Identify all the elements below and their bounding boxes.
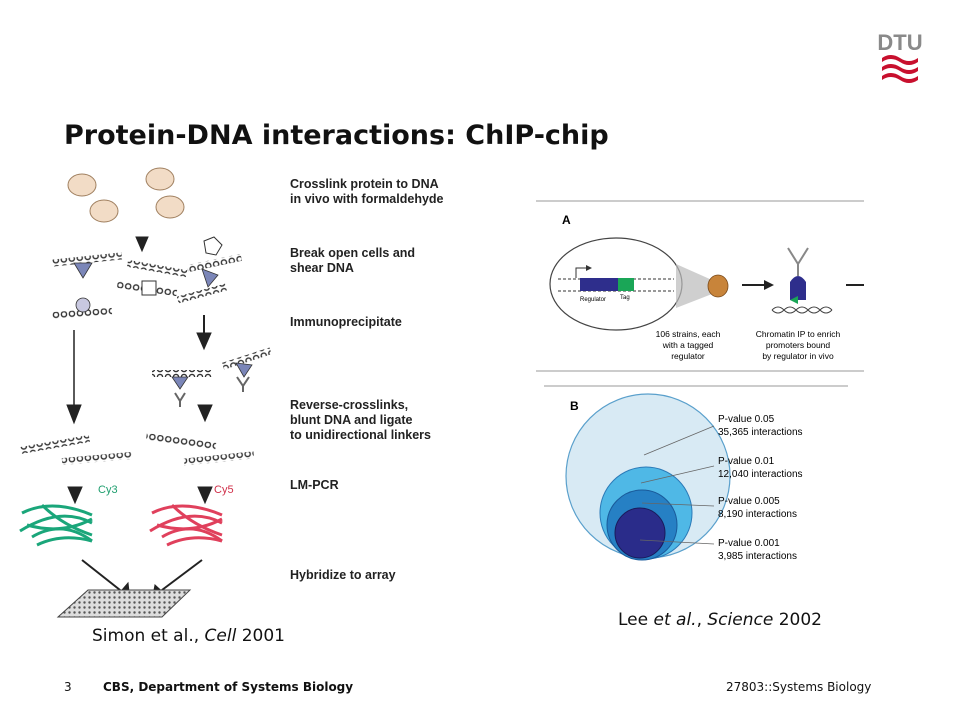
logo-waves xyxy=(882,55,918,83)
citation-lee-authors: Lee xyxy=(618,610,654,630)
regulator-gene xyxy=(580,278,618,291)
circle-pvalue-0.001 xyxy=(614,507,666,559)
cy3-labeled-dna xyxy=(19,503,93,547)
slide-title: Protein-DNA interactions: ChIP-chip xyxy=(64,120,609,151)
slide-number: 3 xyxy=(64,680,72,694)
step-immunoprecipitate: Immunoprecipitate xyxy=(290,315,402,329)
microarray xyxy=(56,589,192,618)
citation-simon: Simon et al., Cell 2001 xyxy=(92,626,285,646)
logo-text: DTU xyxy=(877,30,922,55)
panel-a-caption-right-2: promoters bound xyxy=(766,340,831,350)
citation-simon-authors: Simon et al., xyxy=(92,626,205,646)
step-lm-pcr: LM-PCR xyxy=(290,478,339,492)
panel-a-caption-left-2: with a tagged xyxy=(662,340,714,350)
dtu-logo: DTU xyxy=(877,30,923,83)
regulator-protein xyxy=(790,276,806,300)
citation-lee-journal: Science xyxy=(707,610,774,630)
yeast-cell xyxy=(707,274,729,298)
chip-chip-workflow-figure: Cy3 Cy5 xyxy=(19,167,272,618)
panel-a-caption-left-1: 106 strains, each xyxy=(656,329,721,339)
citation-lee-separator: , xyxy=(696,610,708,630)
process-arrows xyxy=(66,236,213,602)
level-0-pvalue: P-value 0.05 xyxy=(718,414,775,425)
dye-cy3-label: Cy3 xyxy=(98,484,118,496)
dye-cy5-label: Cy5 xyxy=(214,484,234,496)
cy5-labeled-dna xyxy=(149,503,223,547)
panel-b-figure: B P-value 0.05 35,365 interactions P-val… xyxy=(544,385,848,562)
level-1-count: 12,040 interactions xyxy=(718,469,803,480)
bound-proteins xyxy=(73,236,253,407)
yeast-cells xyxy=(67,167,185,223)
level-3-pvalue: P-value 0.001 xyxy=(718,538,780,549)
step-hybridize: Hybridize to array xyxy=(290,568,396,582)
citation-lee-year: 2002 xyxy=(773,610,822,630)
tag-sequence xyxy=(618,278,634,291)
footer-department: CBS, Department of Systems Biology xyxy=(103,680,354,694)
panel-b-label: B xyxy=(570,399,579,413)
footer-course: 27803::Systems Biology xyxy=(726,680,872,694)
panel-a-figure: A Regulator Tag 106 strains, each with a… xyxy=(536,200,864,372)
level-1-pvalue: P-value 0.01 xyxy=(718,456,775,467)
level-2-pvalue: P-value 0.005 xyxy=(718,496,780,507)
citation-simon-year: 2001 xyxy=(236,626,285,646)
citation-simon-journal: Cell xyxy=(204,626,237,646)
tag-label: Tag xyxy=(620,295,630,301)
panel-a-label: A xyxy=(562,213,571,227)
citation-lee: Lee et al., Science 2002 xyxy=(618,610,822,630)
panel-a-caption-right-3: by regulator in vivo xyxy=(762,351,834,361)
antibody-icon xyxy=(787,247,809,276)
step-reverse-crosslink: Reverse-crosslinks, blunt DNA and ligate… xyxy=(290,398,431,442)
dna-fragments xyxy=(19,252,272,466)
citation-lee-etal: et al. xyxy=(653,610,697,630)
level-0-count: 35,365 interactions xyxy=(718,427,803,438)
panel-a-caption-left-3: regulator xyxy=(671,351,705,361)
panel-a-caption-right-1: Chromatin IP to enrich xyxy=(756,329,841,339)
zoom-cone xyxy=(676,264,712,308)
level-2-count: 8,190 interactions xyxy=(718,509,797,520)
leader-lines xyxy=(639,425,715,545)
step-crosslink: Crosslink protein to DNA in vivo with fo… xyxy=(290,177,444,206)
step-shear: Break open cells and shear DNA xyxy=(290,246,416,275)
level-3-count: 3,985 interactions xyxy=(718,551,797,562)
regulator-label: Regulator xyxy=(580,297,606,303)
